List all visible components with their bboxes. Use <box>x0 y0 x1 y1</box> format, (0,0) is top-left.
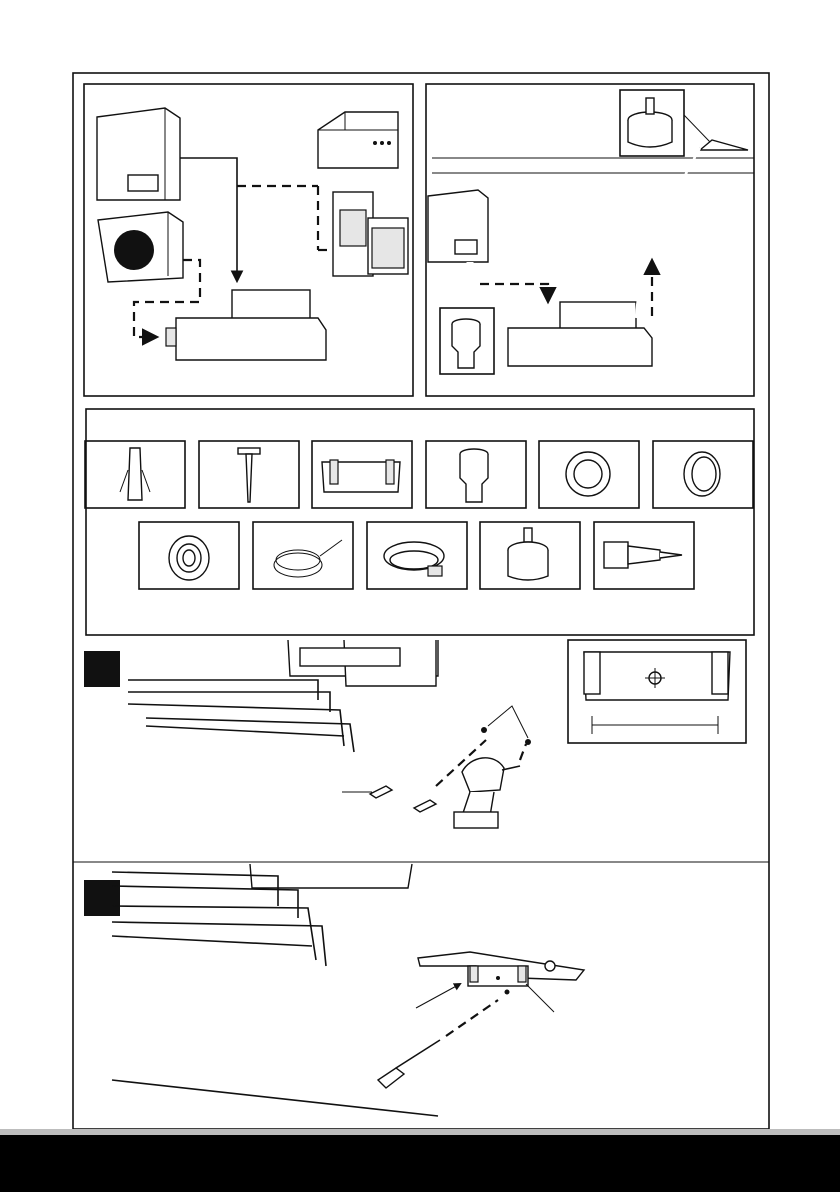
step-2-bracket-fixing <box>84 864 584 1116</box>
kit-item-float-sensor <box>480 522 580 589</box>
footer-band <box>0 1129 840 1192</box>
kit-item-power-connector <box>594 522 694 589</box>
pump-installed-illustration <box>508 302 652 366</box>
kit-item-tube-coil <box>139 522 239 589</box>
float-detail-inset <box>620 90 684 156</box>
step-1-marker <box>84 651 120 687</box>
wall-boiler-illustration <box>428 190 488 262</box>
kit-item-wall-plug <box>85 441 185 508</box>
kit-item-flexible-hose <box>253 522 353 589</box>
ac-unit-illustration <box>98 212 183 282</box>
panel-installation-example <box>426 84 754 396</box>
screwdriver-illustration <box>378 1040 440 1088</box>
condensate-pump-illustration <box>166 290 326 360</box>
kit-item-clamp-ring <box>539 441 639 508</box>
bracket-detail-inset <box>568 640 746 743</box>
adapter-detail-inset <box>440 308 494 374</box>
ice-machine-illustration <box>333 192 408 276</box>
step-1-wall-mounting <box>84 640 746 828</box>
kit-item-mounting-bracket <box>312 441 412 508</box>
kit-contents-panel <box>85 409 754 635</box>
pump-bracket-assembly <box>418 952 584 986</box>
panel-applications <box>84 84 413 396</box>
kit-item-screw <box>199 441 299 508</box>
display-fridge-illustration <box>318 112 398 168</box>
kit-item-seal-ring <box>653 441 753 508</box>
boiler-illustration <box>97 108 180 200</box>
drill-illustration <box>454 758 520 828</box>
kit-item-hose-clip <box>367 522 467 589</box>
kit-item-adapter <box>426 441 526 508</box>
